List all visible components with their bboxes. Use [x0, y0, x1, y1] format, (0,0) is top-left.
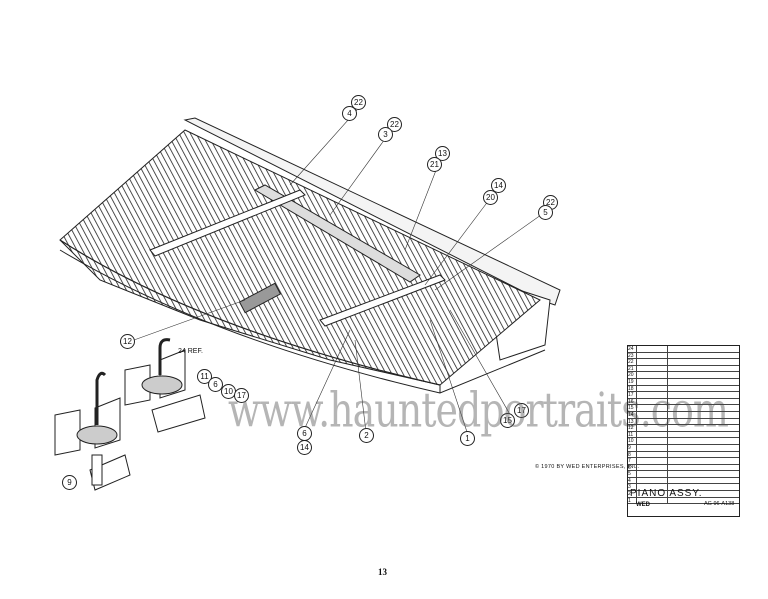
callout-20: 20	[483, 190, 498, 205]
callout-13: 13	[435, 146, 450, 161]
leader-lines	[133, 109, 549, 436]
item-number: 15	[628, 405, 637, 411]
ref-label: 24 REF.	[178, 348, 203, 355]
parts-list-row: 21	[628, 365, 739, 373]
callout-1: 1	[460, 431, 475, 446]
item-number: 16	[628, 398, 637, 405]
parts-list-row: 15	[628, 405, 739, 412]
page-number: 13	[378, 567, 387, 577]
parts-list-row: 18	[628, 385, 739, 393]
drawing-title: PIANO ASSY.	[630, 488, 703, 499]
item-number: 12	[628, 425, 637, 431]
parts-list-row: 2	[628, 491, 739, 498]
parts-list-row: 19	[628, 378, 739, 386]
callout-9: 9	[62, 475, 77, 490]
callout-5: 5	[538, 205, 553, 220]
callout-17: 17	[234, 388, 249, 403]
item-number: 10	[628, 438, 637, 444]
parts-list-row: 13	[628, 418, 739, 426]
parts-list-row: 20	[628, 372, 739, 379]
parts-list-row: 6	[628, 464, 739, 472]
item-number: 20	[628, 372, 637, 378]
callout-6: 6	[297, 426, 312, 441]
item-number: 11	[628, 431, 637, 438]
item-number: 9	[628, 444, 637, 451]
callout-12: 12	[120, 334, 135, 349]
item-number: 2	[628, 491, 637, 497]
drawing-number: AG 96-A138	[704, 501, 735, 507]
item-number: 14	[628, 411, 637, 418]
parts-list-row: 5	[628, 471, 739, 478]
parts-list-row: 24	[628, 346, 739, 353]
actuator-detail-1	[124, 338, 206, 433]
parts-list-row: 11	[628, 431, 739, 439]
parts-list-row: 1	[628, 497, 739, 505]
wed-logo: WED	[636, 502, 650, 508]
item-number: 8	[628, 451, 637, 458]
parts-list-row: 16	[628, 398, 739, 406]
callout-2: 2	[359, 428, 374, 443]
item-number: 7	[628, 458, 637, 464]
parts-list-row: 17	[628, 392, 739, 399]
item-number: 19	[628, 378, 637, 385]
callout-17: 17	[514, 403, 529, 418]
item-number: 18	[628, 385, 637, 392]
parts-list-row: 8	[628, 451, 739, 459]
parts-list-row: 12	[628, 425, 739, 432]
item-number: 13	[628, 418, 637, 425]
item-number: 24	[628, 346, 637, 352]
callout-6: 6	[208, 377, 223, 392]
item-number: 5	[628, 471, 637, 477]
callout-14: 14	[491, 178, 506, 193]
item-number: 23	[628, 352, 637, 359]
callout-3: 3	[378, 127, 393, 142]
parts-list-row: 23	[628, 352, 739, 360]
item-number: 1	[628, 497, 637, 504]
item-number: 3	[628, 484, 637, 491]
callout-14: 14	[297, 440, 312, 455]
keyboard-frame	[59, 117, 561, 394]
item-number: 17	[628, 392, 637, 398]
parts-list-row: 4	[628, 477, 739, 485]
callout-21: 21	[427, 157, 442, 172]
item-number: 21	[628, 365, 637, 372]
parts-list-row: 14	[628, 411, 739, 419]
item-number: 22	[628, 359, 637, 365]
parts-list-row: 22	[628, 359, 739, 366]
callout-15: 15	[500, 413, 515, 428]
item-number: 4	[628, 477, 637, 484]
parts-list-row: 9	[628, 444, 739, 452]
copyright-notice: © 1970 BY WED ENTERPRISES, INC.	[535, 464, 640, 470]
parts-list-row: 7	[628, 458, 739, 465]
callout-22: 22	[351, 95, 366, 110]
item-number: 6	[628, 464, 637, 471]
parts-list-row: 3	[628, 484, 739, 492]
parts-list-row: 10	[628, 438, 739, 445]
actuator-detail-2	[54, 371, 131, 491]
callout-4: 4	[342, 106, 357, 121]
